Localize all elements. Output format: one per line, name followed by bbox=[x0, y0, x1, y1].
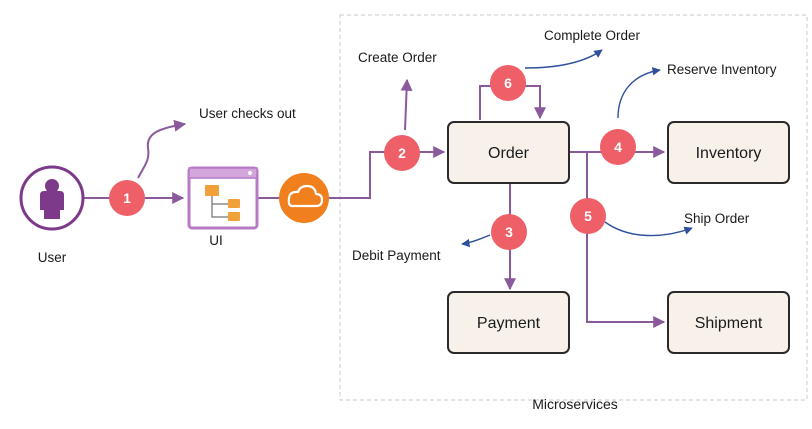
note-arrow-debit-payment bbox=[461, 234, 491, 248]
step-badge-4: 4 bbox=[600, 129, 636, 165]
note-arrow-ship-order bbox=[604, 221, 693, 237]
service-shipment[interactable]: Shipment bbox=[667, 291, 790, 354]
annotation-user-checks-out: User checks out bbox=[199, 106, 296, 121]
microservices-label: Microservices bbox=[532, 396, 618, 412]
service-inventory-label: Inventory bbox=[696, 145, 762, 162]
svg-text:5: 5 bbox=[584, 208, 592, 224]
svg-text:4: 4 bbox=[614, 139, 622, 155]
cloud-icon[interactable] bbox=[279, 173, 329, 223]
step-badge-6: 6 bbox=[490, 65, 526, 101]
folder-icon bbox=[205, 185, 219, 196]
annotation-reserve-inventory: Reserve Inventory bbox=[667, 62, 777, 77]
step-badge-3: 3 bbox=[491, 214, 527, 250]
svg-text:3: 3 bbox=[505, 224, 513, 240]
ui-label: UI bbox=[209, 233, 223, 248]
service-payment[interactable]: Payment bbox=[447, 291, 570, 354]
connector-order-to-shipment bbox=[568, 151, 666, 328]
annotation-create-order: Create Order bbox=[358, 50, 437, 65]
microservices-boundary bbox=[339, 14, 808, 401]
svg-text:6: 6 bbox=[504, 75, 512, 91]
annotation-arrows bbox=[461, 49, 693, 248]
note-arrow-create-order bbox=[400, 78, 413, 131]
service-inventory[interactable]: Inventory bbox=[667, 121, 790, 184]
svg-text:1: 1 bbox=[123, 190, 131, 206]
user-icon bbox=[19, 165, 85, 231]
svg-text:2: 2 bbox=[398, 145, 406, 161]
note-arrow-reserve-inventory bbox=[617, 67, 661, 119]
step-badge-1: 1 bbox=[109, 180, 145, 216]
step-badge-2: 2 bbox=[384, 135, 420, 171]
step-badge-5: 5 bbox=[570, 198, 606, 234]
user-label: User bbox=[38, 250, 67, 265]
service-order-label: Order bbox=[488, 145, 530, 162]
note-arrow-user-checks-out bbox=[137, 119, 187, 179]
annotation-ship-order: Ship Order bbox=[684, 211, 750, 226]
service-shipment-label: Shipment bbox=[695, 315, 763, 332]
service-payment-label: Payment bbox=[477, 315, 541, 332]
service-order[interactable]: Order bbox=[447, 121, 570, 184]
annotation-complete-order: Complete Order bbox=[544, 28, 641, 43]
app-window-icon[interactable] bbox=[187, 166, 259, 230]
note-arrow-complete-order bbox=[524, 49, 603, 69]
annotation-debit-payment: Debit Payment bbox=[352, 248, 441, 263]
flow-connectors bbox=[83, 78, 666, 328]
